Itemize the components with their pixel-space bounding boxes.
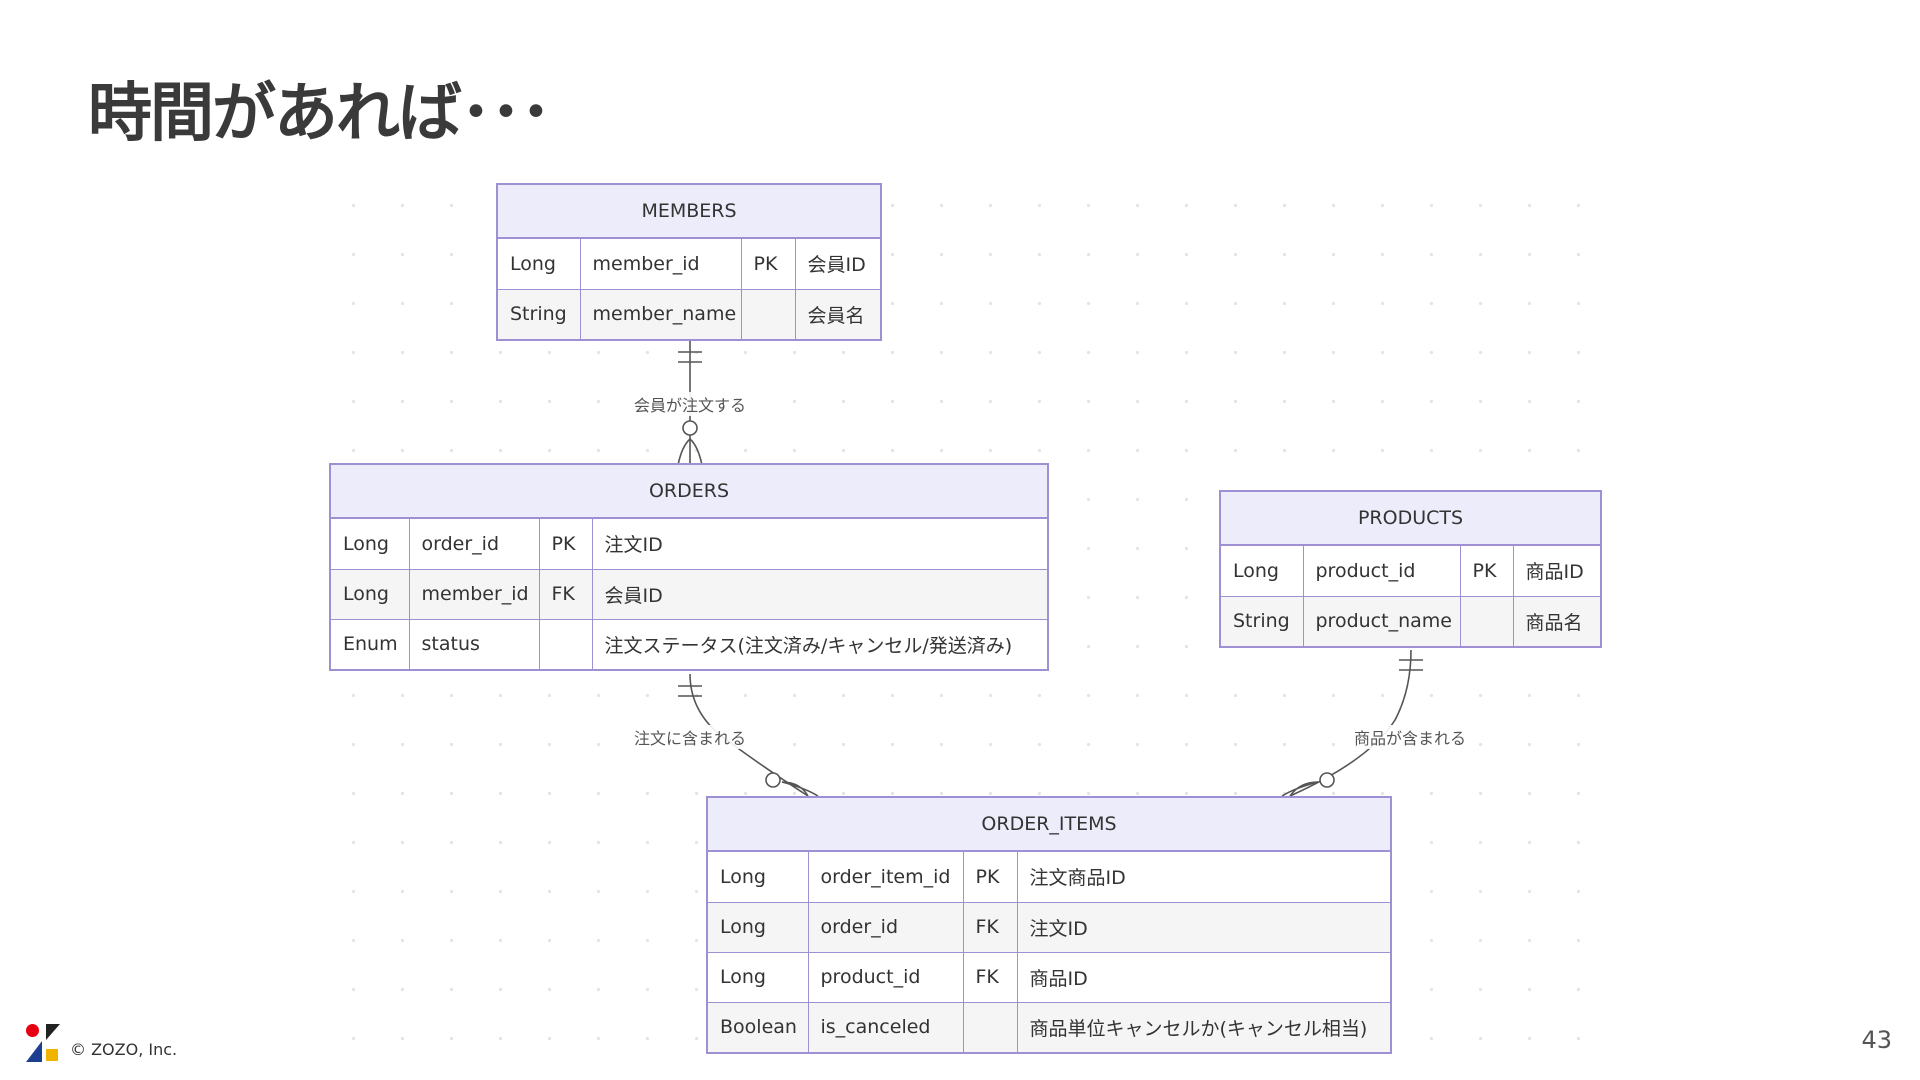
attr-key: FK [962,951,1018,1003]
entity-title: ORDERS [331,465,1047,519]
attr-name: member_id [579,239,742,290]
attr-key: FK [538,568,593,620]
attr-type: Long [708,951,809,1003]
attr-type: Boolean [708,1001,809,1052]
attr-name: order_id [408,519,540,570]
attr-comment: 会員ID [794,239,880,290]
entity-products: PRODUCTS Long product_id PK 商品ID String … [1219,490,1602,648]
attr-type: Long [498,239,581,290]
relationship-label: 商品が含まれる [1349,725,1471,749]
attr-name: order_id [807,901,964,953]
relationship-label: 注文に含まれる [629,725,751,749]
relationship-label: 会員が注文する [629,392,751,416]
attr-comment: 注文ステータス(注文済み/キャンセル/発送済み) [591,618,1047,669]
attr-name: is_canceled [807,1001,964,1052]
attribute-row: Long member_id FK 会員ID [331,568,1047,620]
attr-key [1459,595,1514,646]
attribute-row: Long order_id PK 注文ID [331,519,1047,570]
attribute-row: Boolean is_canceled 商品単位キャンセルか(キャンセル相当) [708,1001,1390,1052]
attr-type: Long [1221,546,1304,597]
attribute-table: Long product_id PK 商品ID String product_n… [1221,546,1600,646]
attribute-table: Long member_id PK 会員ID String member_nam… [498,239,880,339]
attr-key: FK [962,901,1018,953]
attr-comment: 会員ID [591,568,1047,620]
entity-title: PRODUCTS [1221,492,1600,546]
entity-order-items: ORDER_ITEMS Long order_item_id PK 注文商品ID… [706,796,1392,1054]
entity-members: MEMBERS Long member_id PK 会員ID String me… [496,183,882,341]
attr-comment: 商品名 [1512,595,1600,646]
entity-orders: ORDERS Long order_id PK 注文ID Long member… [329,463,1049,671]
attr-comment: 商品ID [1016,951,1390,1003]
attr-comment: 注文商品ID [1016,852,1390,903]
attr-comment: 注文ID [591,519,1047,570]
attr-key: PK [1459,546,1514,597]
attr-type: Long [331,519,410,570]
attr-type: String [498,288,581,339]
attr-type: Long [331,568,410,620]
attr-name: product_id [807,951,964,1003]
attribute-table: Long order_id PK 注文ID Long member_id FK … [331,519,1047,669]
attr-type: Long [708,901,809,953]
entity-title: ORDER_ITEMS [708,798,1390,852]
attr-name: member_id [408,568,540,620]
attribute-row: Long member_id PK 会員ID [498,239,880,290]
attr-type: String [1221,595,1304,646]
attr-comment: 会員名 [794,288,880,339]
slide-title: 時間があれば･･･ [88,77,552,151]
attr-key: PK [740,239,796,290]
attr-key: PK [538,519,593,570]
attribute-row: String member_name 会員名 [498,288,880,339]
attribute-row: Long order_item_id PK 注文商品ID [708,852,1390,903]
attr-key [962,1001,1018,1052]
copyright-text: © ZOZO, Inc. [70,1039,178,1059]
footer: © ZOZO, Inc. [26,1024,177,1062]
attr-comment: 商品ID [1512,546,1600,597]
page-number: 43 [1861,1026,1892,1054]
entity-title: MEMBERS [498,185,880,239]
attr-key [538,618,593,669]
attribute-row: Enum status 注文ステータス(注文済み/キャンセル/発送済み) [331,618,1047,669]
attr-type: Long [708,852,809,903]
attribute-row: Long product_id PK 商品ID [1221,546,1600,597]
attr-name: member_name [579,288,742,339]
attr-key [740,288,796,339]
attr-type: Enum [331,618,410,669]
attribute-row: Long order_id FK 注文ID [708,901,1390,953]
attr-comment: 注文ID [1016,901,1390,953]
attribute-table: Long order_item_id PK 注文商品ID Long order_… [708,852,1390,1052]
zozo-logo [26,1024,60,1062]
attribute-row: Long product_id FK 商品ID [708,951,1390,1003]
attribute-row: String product_name 商品名 [1221,595,1600,646]
attr-name: order_item_id [807,852,964,903]
attr-comment: 商品単位キャンセルか(キャンセル相当) [1016,1001,1390,1052]
edge-products-order-items [1281,649,1423,797]
attr-name: product_name [1302,595,1461,646]
attr-key: PK [962,852,1018,903]
attr-name: product_id [1302,546,1461,597]
attr-name: status [408,618,540,669]
